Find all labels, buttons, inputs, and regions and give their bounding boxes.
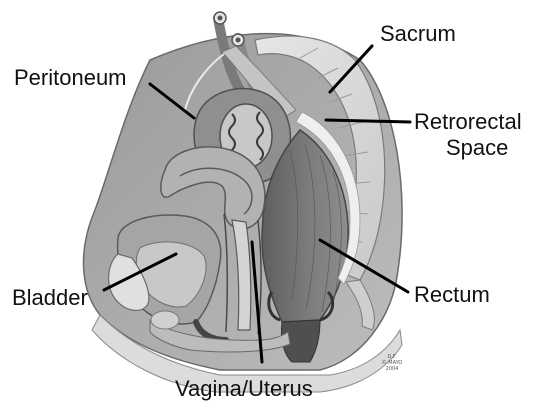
illustrator-credit: D.F. © MAYO 2004 (372, 354, 412, 372)
label-peritoneum: Peritoneum (14, 66, 127, 90)
label-retrorectal-line1: Retrorectal (414, 110, 522, 134)
label-retrorectal-line2: Space (446, 136, 508, 160)
leader-line-retrorectal (326, 120, 410, 122)
label-vagina-uterus: Vagina/Uterus (175, 377, 313, 401)
labia (151, 311, 179, 329)
label-sacrum: Sacrum (380, 22, 456, 46)
label-bladder: Bladder (12, 286, 88, 310)
label-rectum: Rectum (414, 283, 490, 307)
credit-line-3: 2004 (372, 366, 412, 372)
